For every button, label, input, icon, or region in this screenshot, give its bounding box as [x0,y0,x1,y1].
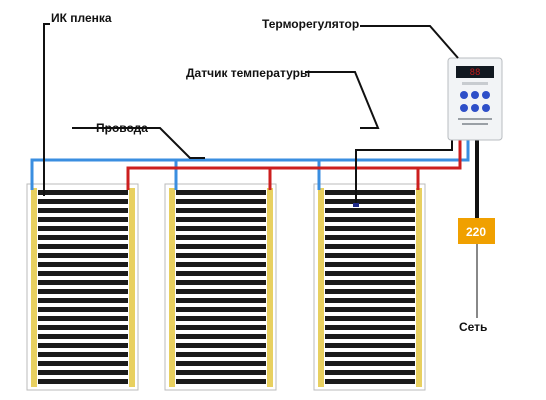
thermostat-button [460,91,468,99]
ir-film-panel-2 [164,183,277,391]
temp-sensor-label: Датчик температуры [186,66,311,80]
blue-wire [30,140,470,190]
ir-film-panel-3 [313,183,426,391]
wires-leader [72,127,205,159]
sensor-dot-icon [353,203,359,207]
thermostat-button [460,104,468,112]
wires-label: Провода [96,121,148,135]
thermostat-button [482,104,490,112]
voltage-text: 220 [466,225,486,239]
ik-film-leader [43,23,50,196]
thermostat-label: Терморегулятор [262,17,360,31]
heating-stripes [38,188,128,387]
thermostat-button [482,91,490,99]
leader-lines [43,23,459,196]
thermostat-button [471,91,479,99]
thermostat-icon: 88 [447,57,503,141]
ir-film-panel-1 [26,183,139,391]
ik-film-label: ИК пленка [51,11,112,25]
heating-stripes [325,188,415,387]
red-wire [126,140,462,190]
heating-stripes [176,188,266,387]
thermostat-button [471,104,479,112]
voltage-badge: 220 [458,218,495,244]
thermostat-display: 88 [470,68,481,78]
thermostat-leader [360,25,459,59]
sensor-wire [353,140,453,207]
network-label: Сеть [459,320,488,334]
sensor-leader [305,71,380,129]
